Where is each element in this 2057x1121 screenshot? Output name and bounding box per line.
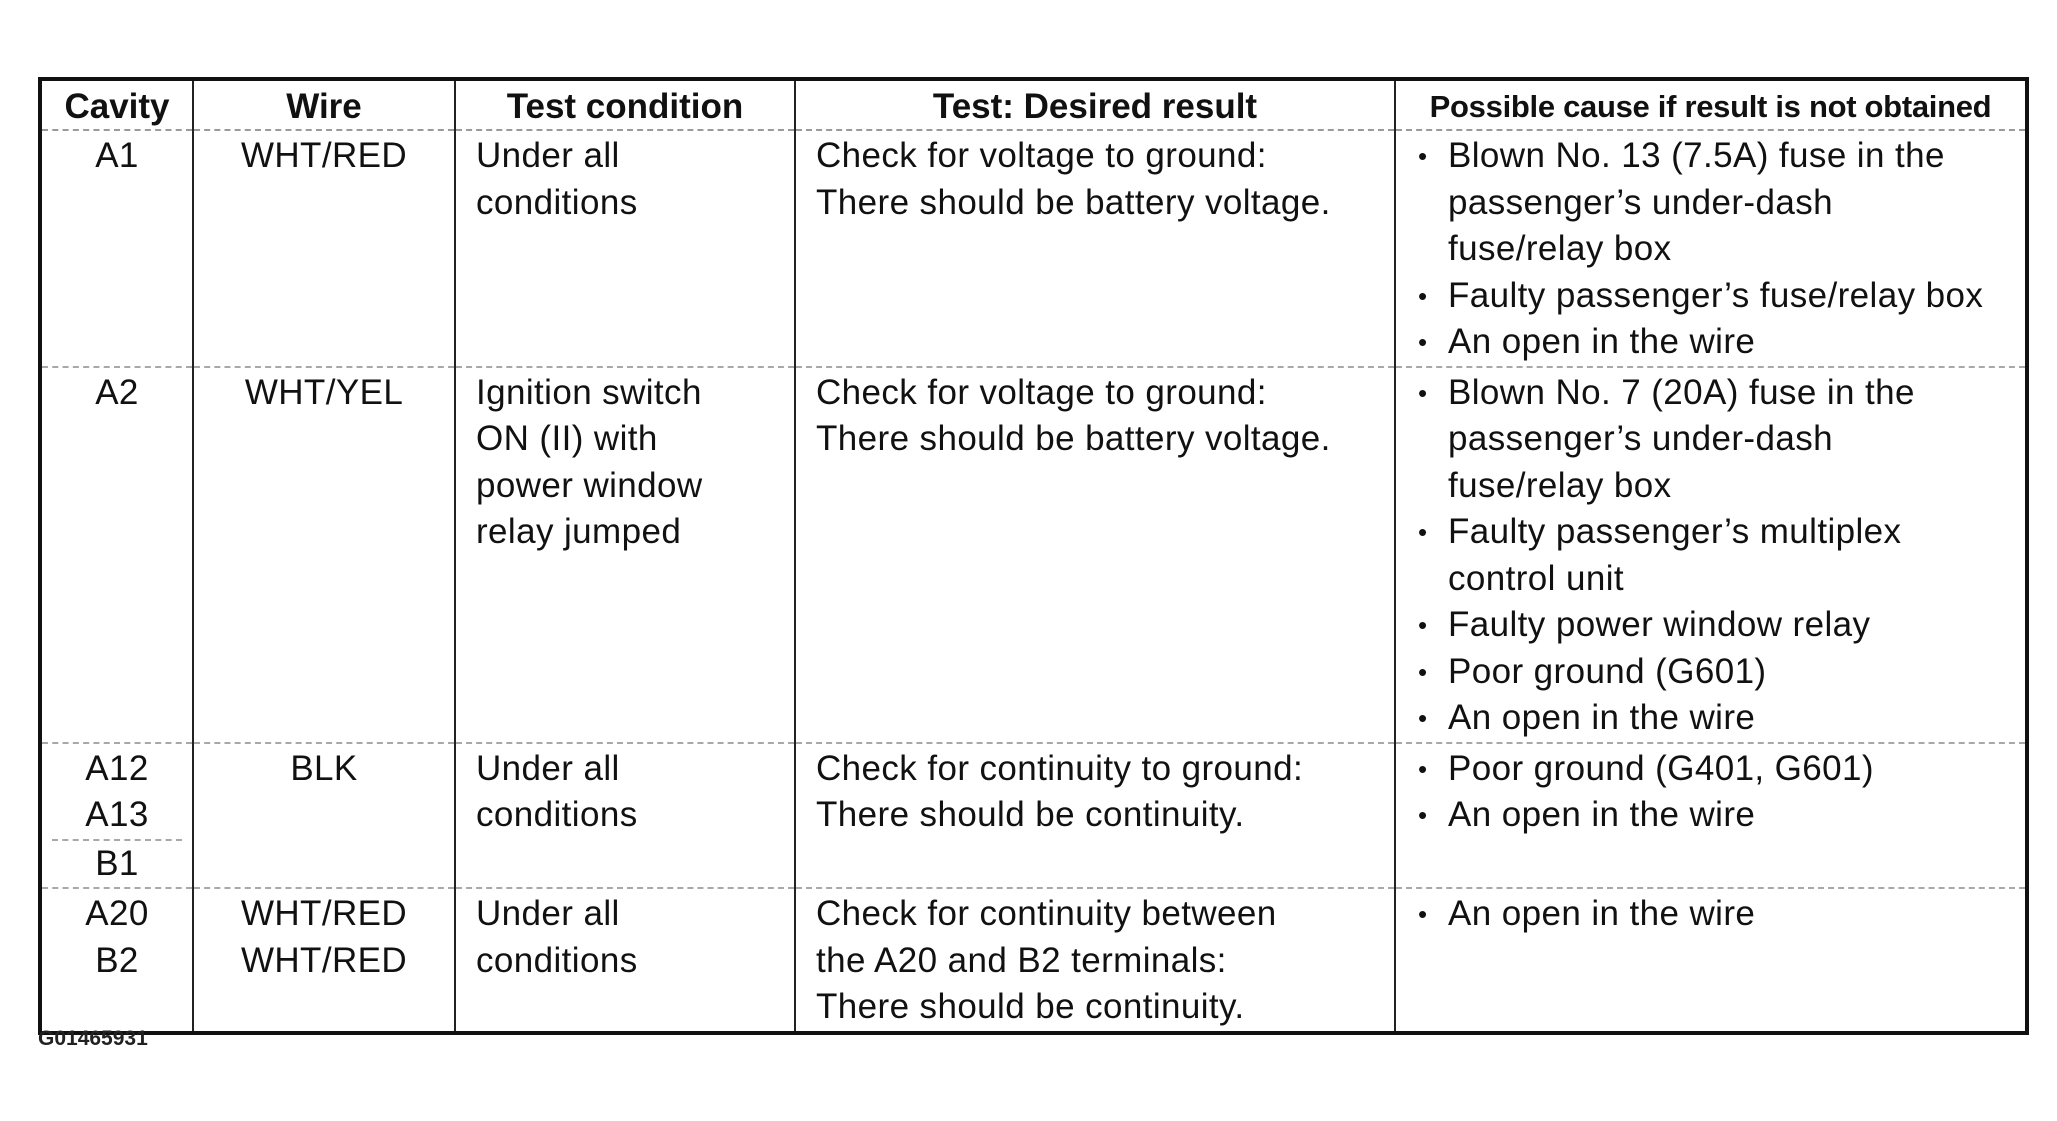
cell-test-condition: Under all conditions <box>454 888 795 1033</box>
cause-item: An open in the wire <box>1418 792 2025 839</box>
result-line: the A20 and B2 terminals: <box>816 940 1227 980</box>
header-cavity: Cavity <box>40 79 193 131</box>
cause-item: Blown No. 7 (20A) fuse in the passenger’s… <box>1418 370 2025 510</box>
cause-text: Faulty passenger’s fuse/relay box <box>1448 275 1984 315</box>
cause-item: Blown No. 13 (7.5A) fuse in the passenger… <box>1418 133 2025 273</box>
header-wire: Wire <box>192 79 455 131</box>
cause-item: Poor ground (G601) <box>1418 649 2025 696</box>
condition-line: Under all <box>476 894 620 933</box>
cavity-label: A1 <box>95 136 139 175</box>
result-line: There should be continuity. <box>816 987 1245 1026</box>
wire-color-label: BLK <box>290 748 358 788</box>
condition-line: power window <box>476 465 703 505</box>
cause-text: Poor ground (G601) <box>1448 651 1767 691</box>
condition-line: Ignition switch <box>476 372 702 412</box>
result-line: Check for continuity between <box>816 894 1277 933</box>
cause-text: fuse/relay box <box>1448 229 1672 268</box>
wire-color-label: WHT/RED <box>240 136 408 175</box>
cause-text: Faulty passenger’s multiplex <box>1448 512 1902 551</box>
cell-test-condition: Under all conditions <box>454 130 795 368</box>
cell-desired-result: Check for continuity between the A20 and … <box>794 888 1395 1033</box>
cavity-label: A13 <box>52 792 182 841</box>
cause-text: An open in the wire <box>1448 894 1756 933</box>
cause-list: Poor ground (G401, G601) An open in the w… <box>1418 746 2025 839</box>
cell-possible-cause: Blown No. 13 (7.5A) fuse in the passenger… <box>1394 130 2027 368</box>
header-desired-result: Test: Desired result <box>794 79 1395 131</box>
cell-test-condition: Under all conditions <box>454 742 795 889</box>
cell-desired-result: Check for continuity to ground: There sho… <box>794 742 1395 889</box>
cause-list: Blown No. 13 (7.5A) fuse in the passenger… <box>1418 133 2025 366</box>
cavity-label: B1 <box>95 843 139 883</box>
cell-cavity: A1 <box>40 130 193 368</box>
cause-item: Poor ground (G401, G601) <box>1418 746 2025 793</box>
cell-wire: WHT/RED <box>192 130 455 368</box>
cause-text: An open in the wire <box>1448 795 1756 834</box>
figure-code: G01465931 <box>38 1027 148 1050</box>
cause-text: Blown No. 7 (20A) fuse in the <box>1448 372 1915 412</box>
result-line: There should be continuity. <box>816 795 1245 834</box>
cell-wire: WHT/RED WHT/RED <box>192 888 455 1033</box>
cause-text: passenger’s under-dash <box>1448 182 1833 222</box>
result-line: There should be battery voltage. <box>816 182 1331 222</box>
cause-list: An open in the wire <box>1418 891 2025 938</box>
cell-cavity: A2 <box>40 366 193 744</box>
result-line: Check for continuity to ground: <box>816 748 1304 788</box>
cause-text: Poor ground (G401, G601) <box>1448 748 1874 788</box>
cause-item: Faulty passenger’s multiplex control unit <box>1418 509 2025 602</box>
condition-line: Under all <box>476 136 620 175</box>
header-row: Cavity Wire Test condition Test: Desired… <box>40 79 2027 131</box>
cause-item: An open in the wire <box>1418 695 2025 742</box>
cell-possible-cause: Poor ground (G401, G601) An open in the w… <box>1394 742 2027 889</box>
cause-item: Faulty power window relay <box>1418 602 2025 649</box>
header-possible-cause: Possible cause if result is not obtained <box>1394 79 2027 131</box>
condition-line: relay jumped <box>476 512 682 551</box>
header-test-condition: Test condition <box>454 79 795 131</box>
cell-possible-cause: An open in the wire <box>1394 888 2027 1033</box>
condition-line: Under all <box>476 748 620 788</box>
cell-possible-cause: Blown No. 7 (20A) fuse in the passenger’s… <box>1394 366 2027 744</box>
cause-list: Blown No. 7 (20A) fuse in the passenger’s… <box>1418 370 2025 742</box>
wire-color-label: WHT/RED <box>240 894 408 933</box>
cavity-label: B2 <box>95 940 139 980</box>
condition-line: conditions <box>476 940 638 980</box>
cavity-label: A2 <box>95 372 139 412</box>
cause-text: passenger’s under-dash <box>1448 419 1833 458</box>
cell-desired-result: Check for voltage to ground: There should… <box>794 130 1395 368</box>
cause-text: Faulty power window relay <box>1448 605 1871 644</box>
wire-color-label: WHT/RED <box>240 940 408 980</box>
cell-wire: WHT/YEL <box>192 366 455 744</box>
cause-text: control unit <box>1448 558 1625 598</box>
result-line: Check for voltage to ground: <box>816 136 1267 175</box>
cavity-label: A20 <box>85 894 149 933</box>
result-line: Check for voltage to ground: <box>816 372 1267 412</box>
table-row: A2 WHT/YEL Ignition switch ON (II) with powe… <box>40 366 2027 744</box>
cavity-label: A12 <box>85 748 149 788</box>
table-row: A1 WHT/RED Under all conditions Check for vo… <box>40 130 2027 368</box>
cell-test-condition: Ignition switch ON (II) with power window r… <box>454 366 795 744</box>
cause-text: An open in the wire <box>1448 698 1756 737</box>
continuity-test-table: Cavity Wire Test condition Test: Desired… <box>38 77 2029 1035</box>
cause-text: fuse/relay box <box>1448 465 1672 505</box>
condition-line: ON (II) with <box>476 419 658 458</box>
cell-wire: BLK <box>192 742 455 889</box>
cause-item: An open in the wire <box>1418 891 2025 938</box>
condition-line: conditions <box>476 182 638 222</box>
cause-text: Blown No. 13 (7.5A) fuse in the <box>1448 136 1945 175</box>
cause-text: An open in the wire <box>1448 322 1756 361</box>
cause-item: An open in the wire <box>1418 319 2025 366</box>
wire-color-label: WHT/YEL <box>244 372 404 412</box>
cause-item: Faulty passenger’s fuse/relay box <box>1418 273 2025 320</box>
result-line: There should be battery voltage. <box>816 419 1331 458</box>
cell-desired-result: Check for voltage to ground: There should… <box>794 366 1395 744</box>
condition-line: conditions <box>476 795 638 834</box>
